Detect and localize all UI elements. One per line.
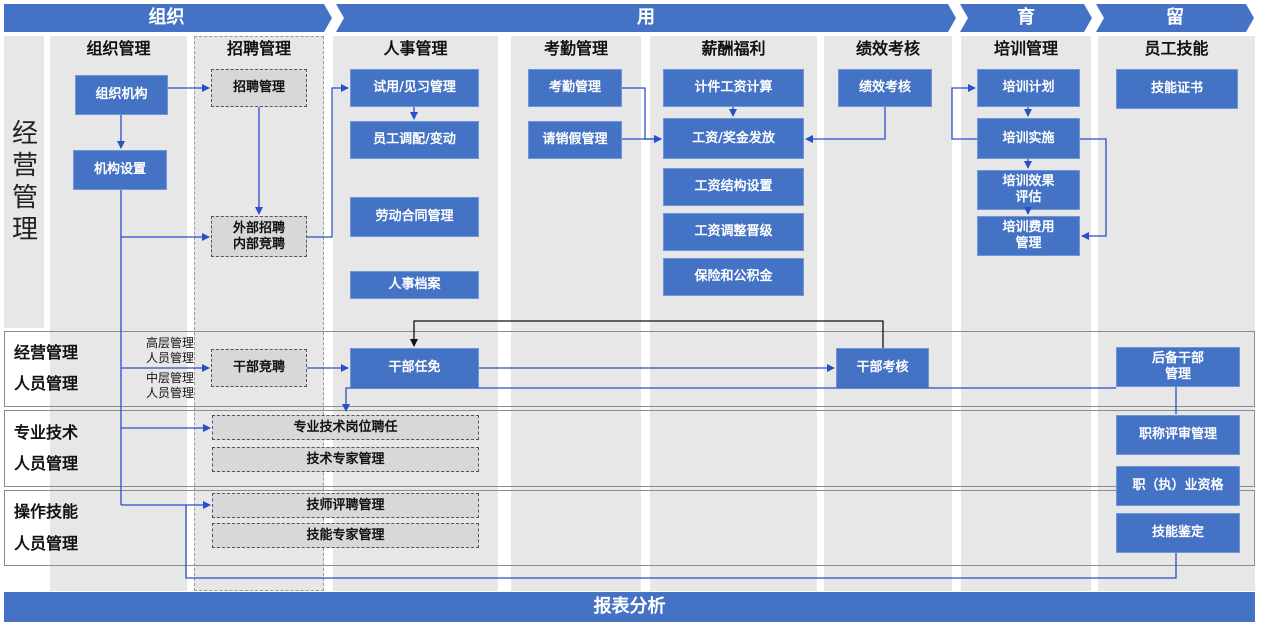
phase-shape-liu <box>1096 4 1254 32</box>
box-cadre-eval[interactable]: 干部考核 <box>836 348 929 388</box>
module-title-skill: 员工技能 <box>1144 39 1209 58</box>
column-perf <box>824 36 952 591</box>
column-org <box>50 36 187 591</box>
mgmt-note-middle: 中层管理 人员管理 <box>145 371 194 400</box>
box-skill-expert[interactable]: 技能专家管理 <box>212 523 479 548</box>
phase-shape-yong <box>336 4 956 32</box>
arrow-impl-to-plan <box>951 84 977 140</box>
box-train-impl[interactable]: 培训实施 <box>977 118 1080 159</box>
phase-label-yu: 育 <box>1017 7 1035 28</box>
row-band-ops <box>4 490 1255 566</box>
module-title-salary: 薪酬福利 <box>701 39 766 58</box>
line-bottom-loop <box>185 505 1177 579</box>
box-skill-appraisal[interactable]: 技能鉴定 <box>1116 513 1240 553</box>
arrow-external-to-probation <box>307 84 349 238</box>
arrow-eval-to-appoint <box>410 320 884 348</box>
phase-label-zuzhi: 组织 <box>148 7 185 28</box>
module-title-perf: 绩效考核 <box>855 39 920 58</box>
box-wage-adjust[interactable]: 工资调整晋级 <box>663 213 804 251</box>
module-title-hr: 人事管理 <box>383 39 448 58</box>
box-title-review[interactable]: 职称评审管理 <box>1116 415 1240 455</box>
phase-shape-zuzhi <box>4 4 332 32</box>
row-label-ops-2: 人员管理 <box>14 534 79 553</box>
arrow-impl-to-cost <box>1080 138 1107 240</box>
phase-label-liu: 留 <box>1166 7 1184 28</box>
row-band-mgmt <box>4 331 1255 407</box>
left-label-column <box>4 36 44 328</box>
box-pro-post[interactable]: 专业技术岗位聘任 <box>212 415 479 440</box>
box-wage-pay[interactable]: 工资/奖金发放 <box>663 118 804 159</box>
row-band-tech <box>4 410 1255 487</box>
row-label-tech-1: 专业技术 <box>14 423 79 442</box>
box-piece-wage[interactable]: 计件工资计算 <box>663 69 804 107</box>
box-transfer[interactable]: 员工调配/变动 <box>350 121 479 159</box>
box-recruit-mgmt[interactable]: 招聘管理 <box>211 69 307 107</box>
phase-shape-yu <box>960 4 1092 32</box>
box-cadre-compete[interactable]: 干部竞聘 <box>211 349 307 387</box>
module-title-attend: 考勤管理 <box>543 39 608 58</box>
box-technician[interactable]: 技师评聘管理 <box>212 493 479 518</box>
box-labor-contract[interactable]: 劳动合同管理 <box>350 197 479 237</box>
box-tech-expert[interactable]: 技术专家管理 <box>212 447 479 472</box>
box-train-plan[interactable]: 培训计划 <box>977 69 1080 107</box>
left-main-label: 经营管理 <box>11 119 38 245</box>
box-org-structure[interactable]: 组织机构 <box>75 75 168 115</box>
box-train-cost[interactable]: 培训费用 管理 <box>977 216 1080 256</box>
box-skill-cert[interactable]: 技能证书 <box>1116 69 1238 109</box>
box-perf-eval[interactable]: 绩效考核 <box>838 69 932 107</box>
row-label-ops-1: 操作技能 <box>14 502 79 521</box>
module-title-recruit: 招聘管理 <box>226 39 291 58</box>
footer-bar: 报表分析 <box>4 592 1255 622</box>
box-probation[interactable]: 试用/见习管理 <box>350 69 479 107</box>
mgmt-note-senior: 高层管理 人员管理 <box>145 336 194 365</box>
box-leave[interactable]: 请销假管理 <box>528 121 622 159</box>
row-label-mgmt-1: 经营管理 <box>14 343 79 362</box>
module-title-train: 培训管理 <box>993 39 1058 58</box>
module-title-org: 组织管理 <box>86 39 151 58</box>
box-external-recruit[interactable]: 外部招聘 内部竞聘 <box>211 216 307 257</box>
box-attendance[interactable]: 考勤管理 <box>528 69 622 107</box>
row-label-mgmt-2: 人员管理 <box>14 374 79 393</box>
row-label-tech-2: 人员管理 <box>14 454 79 473</box>
arrow-reserve-to-appoint <box>342 387 1116 412</box>
box-insurance[interactable]: 保险和公积金 <box>663 258 804 296</box>
box-qualification[interactable]: 职（执）业资格 <box>1116 466 1240 506</box>
phase-label-yong: 用 <box>637 7 655 28</box>
arrow-attendance-to-pay <box>622 87 662 143</box>
arrow-perf-to-pay <box>805 107 886 143</box>
box-personnel-file[interactable]: 人事档案 <box>350 271 479 299</box>
box-org-setup[interactable]: 机构设置 <box>73 150 167 190</box>
box-train-eval[interactable]: 培训效果 评估 <box>977 170 1080 210</box>
box-wage-structure[interactable]: 工资结构设置 <box>663 168 804 206</box>
box-reserve-cadre[interactable]: 后备干部 管理 <box>1116 347 1240 387</box>
